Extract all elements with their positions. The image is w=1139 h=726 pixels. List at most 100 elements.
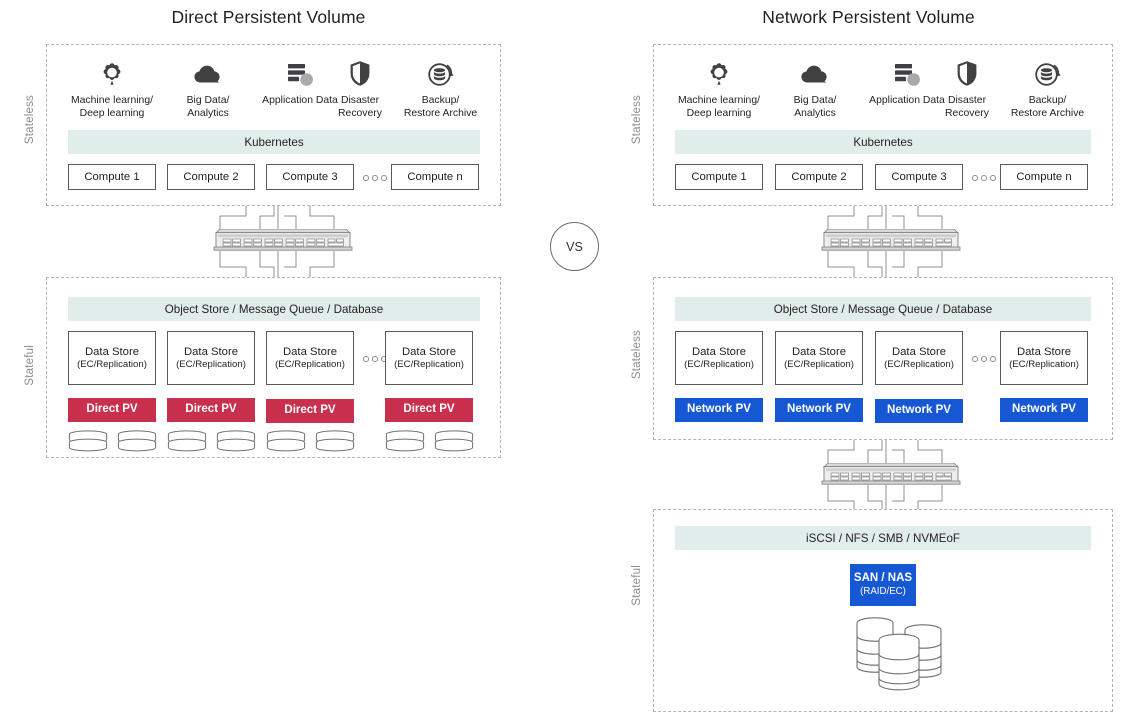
- object-store-band-left: Object Store / Message Queue / Database: [68, 297, 480, 321]
- data-store-n-left[interactable]: Data Store (EC/Replication): [385, 331, 473, 385]
- compute-node-n-right[interactable]: Compute n: [1000, 164, 1088, 190]
- disk-stack-icon: [266, 430, 306, 452]
- data-store-name: Data Store: [691, 345, 746, 358]
- app-card-big-data-right: Big Data/ Analytics: [767, 58, 863, 121]
- disk-pair-3-left: [266, 430, 355, 452]
- data-store-name: Data Store: [791, 345, 846, 358]
- san-nas-disk-stack: [844, 613, 956, 702]
- data-store-ellipsis-right: [972, 356, 996, 362]
- application-data-icon: [225, 58, 375, 88]
- data-store-name: Data Store: [401, 345, 456, 358]
- app-card-machine-learning-left: Machine learning/ Deep learning: [64, 58, 160, 121]
- disk-stack-icon: [216, 430, 256, 452]
- machine-learning-icon: [64, 58, 160, 88]
- data-store-sub: (EC/Replication): [275, 359, 345, 371]
- kubernetes-band-left: Kubernetes: [68, 130, 480, 154]
- compute-node-3-left[interactable]: Compute 3: [266, 164, 354, 190]
- app-caption: Machine learning/ Deep learning: [70, 95, 154, 119]
- direct-pv-chip-3[interactable]: Direct PV: [266, 399, 354, 423]
- disk-pair-1-left: [68, 430, 157, 452]
- disk-stack-icon: [315, 430, 355, 452]
- data-store-n-right[interactable]: Data Store (EC/Replication): [1000, 331, 1088, 385]
- compute-node-2-right[interactable]: Compute 2: [775, 164, 863, 190]
- network-switch-upper-right: [820, 229, 1000, 293]
- app-caption: Backup/ Restore Archive: [1010, 95, 1085, 119]
- switch-uplink-connectors-left: [212, 206, 352, 232]
- compute-node-2-left[interactable]: Compute 2: [167, 164, 255, 190]
- app-card-disaster-recovery-right: Disaster Recovery: [919, 58, 1015, 121]
- app-caption: Backup/ Restore Archive: [403, 95, 478, 119]
- san-nas-box[interactable]: SAN / NAS (RAID/EC): [850, 564, 916, 606]
- big-data-cloud-icon: [160, 58, 256, 88]
- data-store-name: Data Store: [891, 345, 946, 358]
- app-caption: Big Data/ Analytics: [793, 95, 837, 119]
- compute-node-1-right[interactable]: Compute 1: [675, 164, 763, 190]
- app-caption: Disaster Recovery: [338, 95, 382, 119]
- direct-pv-chip-4[interactable]: Direct PV: [385, 398, 473, 422]
- data-store-ellipsis-left: [363, 356, 387, 362]
- compute-node-1-left[interactable]: Compute 1: [68, 164, 156, 190]
- app-card-backup-restore-right: Backup/ Restore Archive: [995, 58, 1100, 121]
- data-store-sub: (EC/Replication): [884, 359, 954, 371]
- data-store-3-left[interactable]: Data Store (EC/Replication): [266, 331, 354, 385]
- disk-stack-icon: [434, 430, 474, 452]
- data-store-1-right[interactable]: Data Store (EC/Replication): [675, 331, 763, 385]
- data-store-2-right[interactable]: Data Store (EC/Replication): [775, 331, 863, 385]
- data-store-name: Data Store: [1016, 345, 1071, 358]
- network-switch-lower-right: [820, 463, 1000, 527]
- network-switch-left: [212, 229, 392, 293]
- disaster-recovery-shield-icon: [919, 58, 1015, 88]
- network-pv-chip-2[interactable]: Network PV: [775, 398, 863, 422]
- direct-pv-chip-2[interactable]: Direct PV: [167, 398, 255, 422]
- direct-persistent-volume-panel: Direct Persistent Volume Stateless State…: [0, 0, 545, 726]
- data-store-name: Data Store: [282, 345, 337, 358]
- network-pv-chip-3[interactable]: Network PV: [875, 399, 963, 423]
- data-store-sub: (EC/Replication): [1009, 359, 1079, 371]
- data-store-name: Data Store: [84, 345, 139, 358]
- app-card-disaster-recovery-left: Disaster Recovery: [312, 58, 408, 121]
- compute-ellipsis-left: [363, 175, 387, 181]
- page-title-left: Direct Persistent Volume: [171, 7, 366, 27]
- comparator-label: VS: [566, 239, 583, 254]
- app-caption: Application Data: [869, 95, 945, 106]
- data-store-sub: (EC/Replication): [684, 359, 754, 371]
- compute-node-3-right[interactable]: Compute 3: [875, 164, 963, 190]
- backup-restore-archive-icon: [995, 58, 1100, 88]
- page-title-right: Network Persistent Volume: [762, 7, 975, 27]
- switch-downlink-connectors-lower-right: [820, 485, 960, 511]
- network-pv-chip-4[interactable]: Network PV: [1000, 398, 1088, 422]
- disk-stack-icon: [385, 430, 425, 452]
- side-label-stateful-left: Stateful: [24, 345, 36, 386]
- disaster-recovery-shield-icon: [312, 58, 408, 88]
- compute-node-n-left[interactable]: Compute n: [391, 164, 479, 190]
- data-store-2-left[interactable]: Data Store (EC/Replication): [167, 331, 255, 385]
- san-nas-sub: (RAID/EC): [860, 586, 906, 598]
- direct-pv-chip-1[interactable]: Direct PV: [68, 398, 156, 422]
- disk-stack-icon: [167, 430, 207, 452]
- object-store-band-right: Object Store / Message Queue / Database: [675, 297, 1091, 321]
- app-card-machine-learning-right: Machine learning/ Deep learning: [671, 58, 767, 121]
- disk-pair-4-left: [385, 430, 474, 452]
- app-card-application-data-left: Application Data: [225, 58, 375, 108]
- compute-ellipsis-right: [972, 175, 996, 181]
- data-store-name: Data Store: [183, 345, 238, 358]
- switch-downlink-connectors-left: [212, 251, 352, 277]
- side-label-stateful-right: Stateful: [631, 565, 643, 606]
- network-pv-chip-1[interactable]: Network PV: [675, 398, 763, 422]
- disk-pair-2-left: [167, 430, 256, 452]
- san-nas-name: SAN / NAS: [853, 572, 913, 585]
- network-persistent-volume-panel: Network Persistent Volume Stateless Stat…: [594, 0, 1139, 726]
- app-caption: Machine learning/ Deep learning: [677, 95, 761, 119]
- side-label-stateless-top-right: Stateless: [631, 95, 643, 145]
- data-store-sub: (EC/Replication): [77, 359, 147, 371]
- app-caption: Disaster Recovery: [945, 95, 989, 119]
- comparator-vs-badge: VS: [550, 222, 599, 271]
- side-label-stateless-mid-right: Stateless: [631, 330, 643, 380]
- switch-uplink-connectors-lower-right: [820, 440, 960, 466]
- protocol-band-right: iSCSI / NFS / SMB / NVMEoF: [675, 526, 1091, 550]
- kubernetes-band-right: Kubernetes: [675, 130, 1091, 154]
- data-store-3-right[interactable]: Data Store (EC/Replication): [875, 331, 963, 385]
- switch-downlink-connectors-upper-right: [820, 251, 960, 277]
- data-store-1-left[interactable]: Data Store (EC/Replication): [68, 331, 156, 385]
- disk-stack-icon: [68, 430, 108, 452]
